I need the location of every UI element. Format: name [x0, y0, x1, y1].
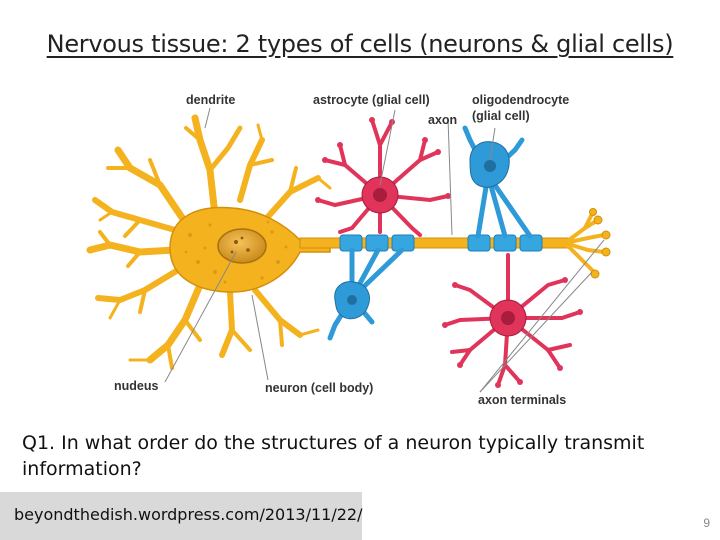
astrocyte-bottom	[442, 255, 583, 388]
label-oligodendrocyte: oligodendrocyte	[472, 93, 569, 107]
neuron-nucleus	[218, 229, 266, 263]
source-citation: beyondthedish.wordpress.com/2013/11/22/	[14, 505, 362, 524]
oligodendrocyte-bottom	[330, 250, 402, 338]
label-neuron-cell-body: neuron (cell body)	[265, 381, 373, 395]
oligodendrocyte-top	[465, 128, 530, 236]
page-number: 9	[703, 516, 710, 530]
label-oligodendrocyte-glial: (glial cell)	[472, 109, 530, 123]
terminal-buttons	[590, 209, 611, 279]
source-box: beyondthedish.wordpress.com/2013/11/22/	[0, 492, 362, 540]
label-nucleus: nudeus	[114, 379, 158, 393]
label-astrocyte: astrocyte (glial cell)	[313, 93, 430, 107]
astrocyte-top	[315, 117, 451, 235]
question-text: Q1. In what order do the structures of a…	[22, 430, 702, 482]
label-axon-terminals: axon terminals	[478, 393, 566, 407]
label-axon: axon	[428, 113, 457, 127]
label-dendrite: dendrite	[186, 93, 235, 107]
